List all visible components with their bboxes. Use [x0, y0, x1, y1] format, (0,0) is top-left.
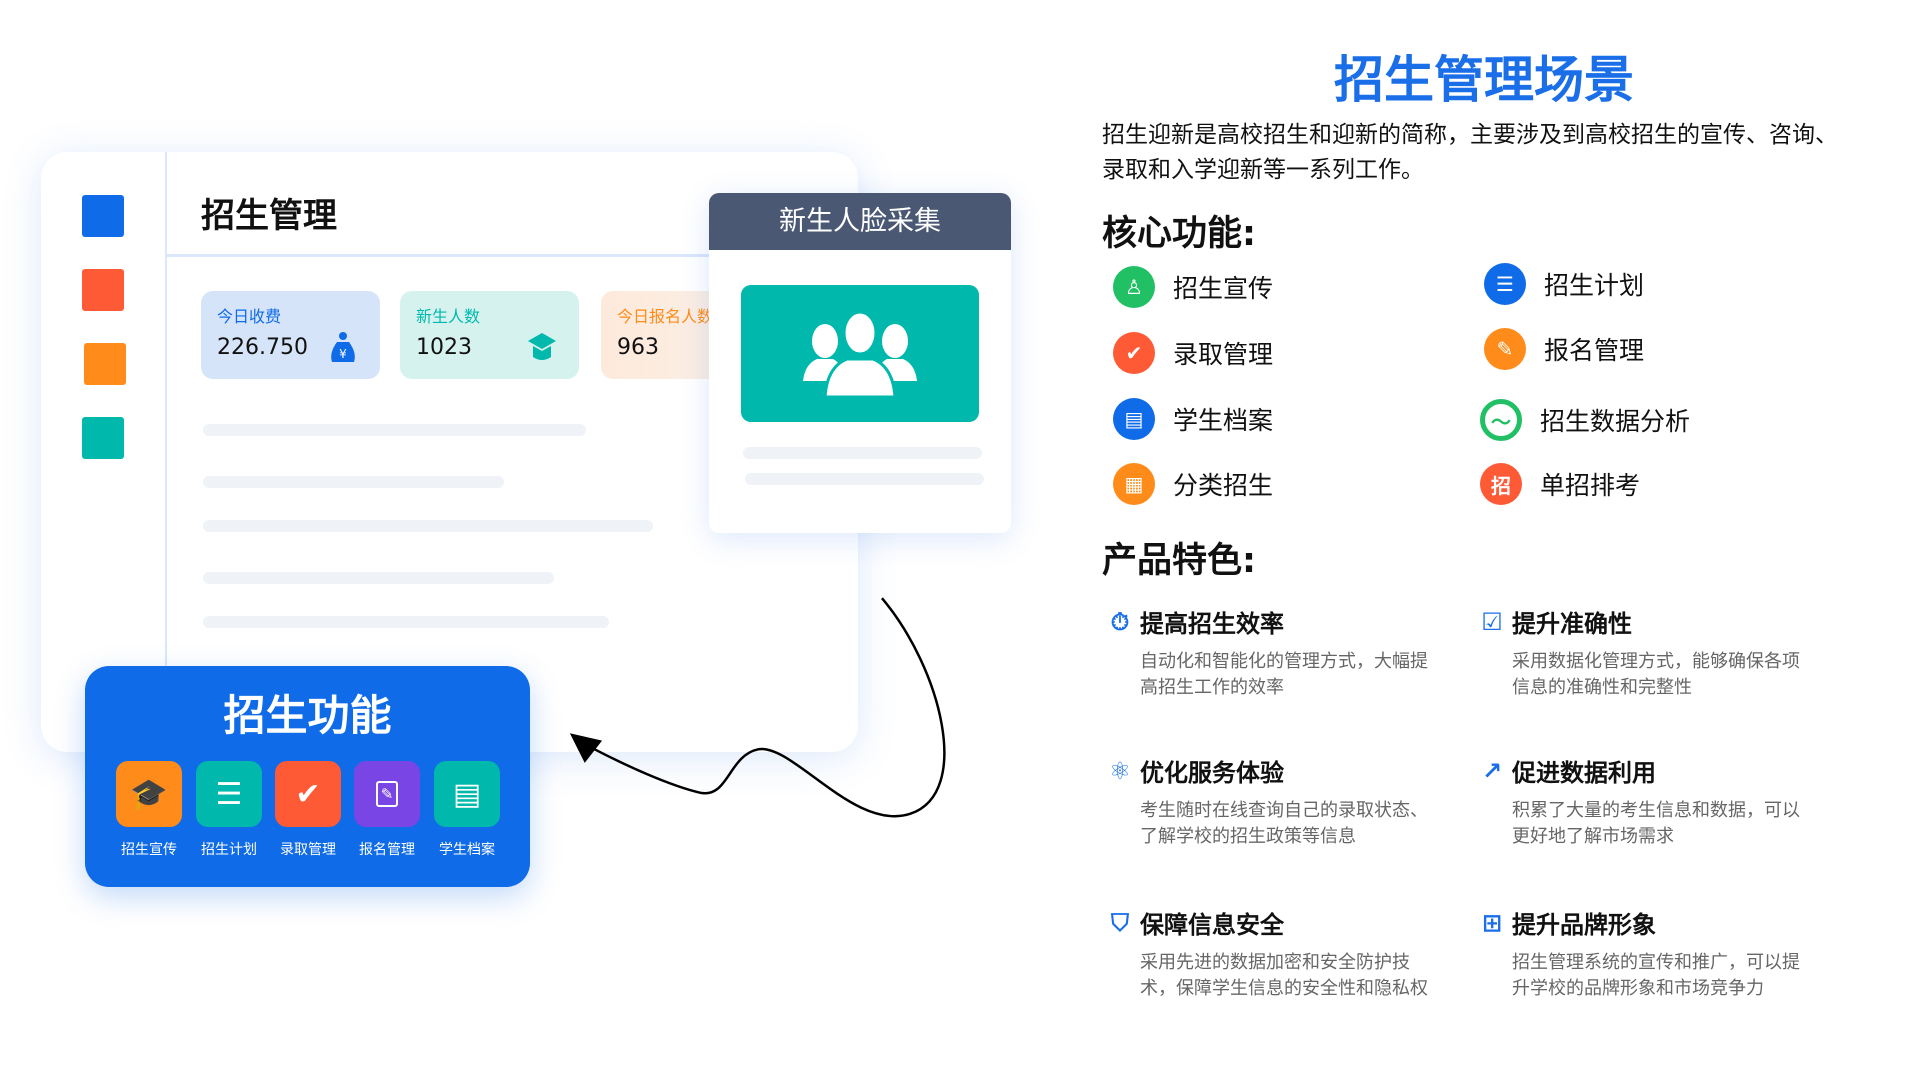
svg-text:¥: ¥	[339, 347, 347, 361]
feature-title: 保障信息安全	[1140, 911, 1284, 939]
graduate-icon: ♙	[1113, 266, 1155, 308]
zhao-character-icon: 招	[1480, 463, 1522, 505]
stat-card-signups: 今日报名人数 963	[601, 291, 709, 379]
feature-title: 提升品牌形象	[1512, 911, 1656, 939]
header-divider	[167, 254, 727, 257]
feature-item: ↗ 促进数据利用积累了大量的考生信息和数据，可以更好地了解市场需求	[1478, 753, 1808, 850]
trend-chart-icon: 〜	[1480, 399, 1522, 441]
admission-functions-panel: 招生功能 🎓 招生宣传 ☰ 招生计划 ✔ 录取管理 ✎ 报名管理 ▤ 学生档案	[85, 666, 530, 887]
sidebar-divider	[165, 152, 167, 752]
checklist-icon: ☑	[1481, 607, 1503, 636]
page-title: 招生管理	[201, 196, 337, 236]
core-functions-heading: 核心功能:	[1102, 214, 1256, 254]
sidebar-item-blue[interactable]	[82, 195, 124, 237]
core-label: 招生数据分析	[1540, 407, 1691, 436]
feature-item: ⚛ 优化服务体验考生随时在线查询自己的录取状态、了解学校的招生政策等信息	[1106, 753, 1436, 850]
feature-item: ⛉ 保障信息安全采用先进的数据加密和安全防护技术，保障学生信息的安全性和隐私权	[1106, 905, 1436, 1002]
function-label: 招生宣传	[121, 842, 177, 858]
core-label: 招生计划	[1544, 271, 1645, 300]
grid-icon: ▦	[1113, 463, 1155, 505]
core-item[interactable]: ✎ 报名管理	[1484, 327, 1644, 371]
core-label: 单招排考	[1540, 471, 1641, 500]
graduation-cap-icon	[527, 331, 557, 370]
face-capture-card[interactable]: 新生人脸采集	[709, 193, 1011, 533]
feature-title: 提升准确性	[1512, 610, 1632, 638]
growth-icon: ↗	[1481, 756, 1503, 785]
function-item-plan[interactable]: ☰ 招生计划	[196, 761, 262, 859]
feature-item: ⏱ 提高招生效率自动化和智能化的管理方式，大幅提高招生工作的效率	[1106, 604, 1436, 701]
stat-label: 今日收费	[217, 307, 282, 326]
core-label: 学生档案	[1173, 406, 1274, 435]
features-heading: 产品特色:	[1102, 541, 1256, 581]
placeholder-line	[743, 447, 982, 459]
section-title: 招生管理场景	[1334, 51, 1634, 109]
feature-desc: 招生管理系统的宣传和推广，可以提升学校的品牌形象和市场竞争力	[1512, 952, 1800, 999]
archive-folder-icon: ▤	[1113, 398, 1155, 440]
feature-item: ☑ 提升准确性采用数据化管理方式，能够确保各项信息的准确性和完整性	[1478, 604, 1808, 701]
core-label: 报名管理	[1544, 336, 1645, 365]
feature-item: ⊞ 提升品牌形象招生管理系统的宣传和推广，可以提升学校的品牌形象和市场竞争力	[1478, 905, 1808, 1002]
stat-value: 226.750	[217, 335, 308, 360]
feature-title: 促进数据利用	[1512, 759, 1656, 787]
core-label: 招生宣传	[1173, 274, 1274, 303]
core-label: 录取管理	[1173, 340, 1274, 369]
stat-card-fee: 今日收费 226.750 ¥	[201, 291, 380, 379]
core-item[interactable]: 〜招生数据分析	[1480, 398, 1690, 442]
signup-board-icon: ✎	[1484, 328, 1526, 370]
placeholder-line	[745, 473, 984, 485]
stat-label: 今日报名人数	[617, 307, 709, 326]
money-bag-icon: ¥	[328, 331, 358, 372]
placeholder-line	[203, 424, 586, 436]
feature-title: 提高招生效率	[1140, 610, 1284, 638]
function-item-admission[interactable]: ✔ 录取管理	[275, 761, 341, 859]
function-item-archive[interactable]: ▤ 学生档案	[434, 761, 500, 859]
intro-paragraph: 招生迎新是高校招生和迎新的简称，主要涉及到高校招生的宣传、咨询、录取和入学迎新等…	[1102, 122, 1838, 183]
placeholder-line	[203, 520, 653, 532]
function-item-signup[interactable]: ✎ 报名管理	[354, 761, 420, 859]
stat-value: 963	[617, 335, 659, 360]
stat-label: 新生人数	[416, 307, 481, 326]
admission-check-icon: ✔	[1113, 332, 1155, 374]
feature-desc: 积累了大量的考生信息和数据，可以更好地了解市场需求	[1512, 800, 1800, 847]
feature-title: 优化服务体验	[1140, 759, 1284, 787]
face-capture-title: 新生人脸采集	[709, 193, 1011, 250]
stat-card-new-students: 新生人数 1023	[400, 291, 579, 379]
admission-check-icon: ✔	[275, 761, 341, 827]
efficiency-icon: ⏱	[1110, 607, 1130, 636]
core-item[interactable]: ♙ 招生宣传	[1113, 265, 1273, 309]
graduate-icon: 🎓	[116, 761, 182, 827]
shield-check-icon: ⛉	[1111, 908, 1129, 937]
signup-board-icon: ✎	[354, 761, 420, 827]
stat-value: 1023	[416, 335, 472, 360]
core-item[interactable]: ☰ 招生计划	[1484, 262, 1644, 306]
function-item-promotion[interactable]: 🎓 招生宣传	[116, 761, 182, 859]
function-label: 招生计划	[201, 842, 257, 858]
archive-folder-icon: ▤	[434, 761, 500, 827]
core-item[interactable]: ▤ 学生档案	[1113, 397, 1273, 441]
core-label: 分类招生	[1173, 471, 1274, 500]
feature-desc: 采用先进的数据加密和安全防护技术，保障学生信息的安全性和隐私权	[1140, 952, 1428, 999]
notepad-icon: ☰	[1484, 263, 1526, 305]
sidebar-item-orange[interactable]	[84, 343, 126, 385]
core-item[interactable]: 招单招排考	[1480, 462, 1640, 506]
feature-desc: 考生随时在线查询自己的录取状态、了解学校的招生政策等信息	[1140, 800, 1428, 847]
feature-desc: 采用数据化管理方式，能够确保各项信息的准确性和完整性	[1512, 651, 1800, 698]
placeholder-line	[203, 476, 504, 488]
org-chart-icon: ⊞	[1481, 908, 1503, 937]
notepad-icon: ☰	[196, 761, 262, 827]
core-item[interactable]: ✔ 录取管理	[1113, 331, 1273, 375]
placeholder-line	[203, 572, 554, 584]
feature-desc: 自动化和智能化的管理方式，大幅提高招生工作的效率	[1140, 651, 1428, 698]
function-label: 录取管理	[280, 842, 336, 858]
function-label: 学生档案	[439, 842, 495, 858]
placeholder-line	[203, 616, 609, 628]
functions-title: 招生功能	[223, 691, 392, 740]
people-group-icon	[741, 285, 979, 422]
function-label: 报名管理	[359, 842, 415, 858]
core-item[interactable]: ▦ 分类招生	[1113, 462, 1273, 506]
sidebar-item-teal[interactable]	[82, 417, 124, 459]
atom-icon: ⚛	[1109, 756, 1131, 785]
sidebar-item-red[interactable]	[82, 269, 124, 311]
